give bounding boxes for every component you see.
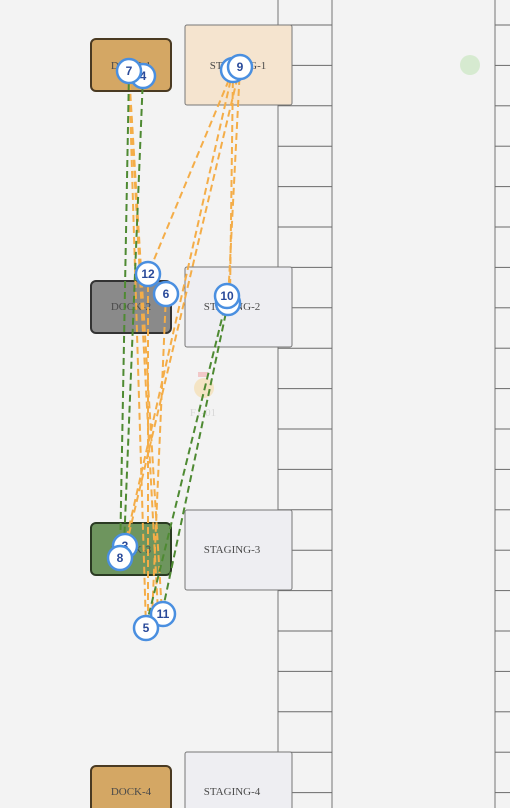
dock-2-label: DOCK-2 xyxy=(111,301,151,313)
route-line xyxy=(161,302,229,614)
route-line xyxy=(127,66,241,539)
ghost-marker-label: F1-01 xyxy=(190,407,216,419)
route-line xyxy=(119,71,130,558)
svg-text:5: 5 xyxy=(143,621,150,635)
route-line xyxy=(151,293,167,619)
staging-zone-3-label: STAGING-3 xyxy=(204,544,261,556)
staging-zone-4-label: STAGING-4 xyxy=(204,786,261,798)
svg-text:4: 4 xyxy=(140,69,147,83)
dock-4-label: DOCK-4 xyxy=(111,786,152,798)
stop-badges: 4 7 1 9 12 6 2 10 xyxy=(106,53,254,642)
route-line xyxy=(128,71,147,628)
dock-4[interactable]: DOCK-4 xyxy=(90,765,172,808)
route-line xyxy=(227,66,241,302)
stop-badge[interactable]: 10 xyxy=(213,282,241,310)
stop-badge[interactable]: 6 xyxy=(152,280,180,308)
route-line xyxy=(147,69,234,275)
route-line xyxy=(229,69,234,297)
svg-text:8: 8 xyxy=(117,551,124,565)
stop-badge[interactable]: 9 xyxy=(226,53,254,81)
rack-lanes xyxy=(277,0,510,808)
svg-text:10: 10 xyxy=(220,289,234,303)
svg-text:7: 7 xyxy=(126,64,133,78)
svg-text:12: 12 xyxy=(141,267,155,281)
stop-badge[interactable]: 11 xyxy=(149,600,177,628)
svg-text:11: 11 xyxy=(157,607,170,621)
staging-zone-3[interactable]: STAGING-3 xyxy=(184,509,293,591)
route-line xyxy=(123,75,144,547)
stop-badge[interactable]: 7 xyxy=(115,57,143,85)
ghost-marker-green xyxy=(460,55,480,75)
route-line xyxy=(124,69,234,546)
stop-badge[interactable]: 5 xyxy=(132,614,160,642)
svg-text:6: 6 xyxy=(163,287,170,301)
svg-text:9: 9 xyxy=(237,60,244,74)
staging-zone-4[interactable]: STAGING-4 xyxy=(184,751,293,808)
route-line xyxy=(128,71,159,613)
route-lines xyxy=(119,66,241,628)
stop-badge[interactable]: 8 xyxy=(106,544,134,572)
stop-badge[interactable]: 12 xyxy=(134,260,162,288)
